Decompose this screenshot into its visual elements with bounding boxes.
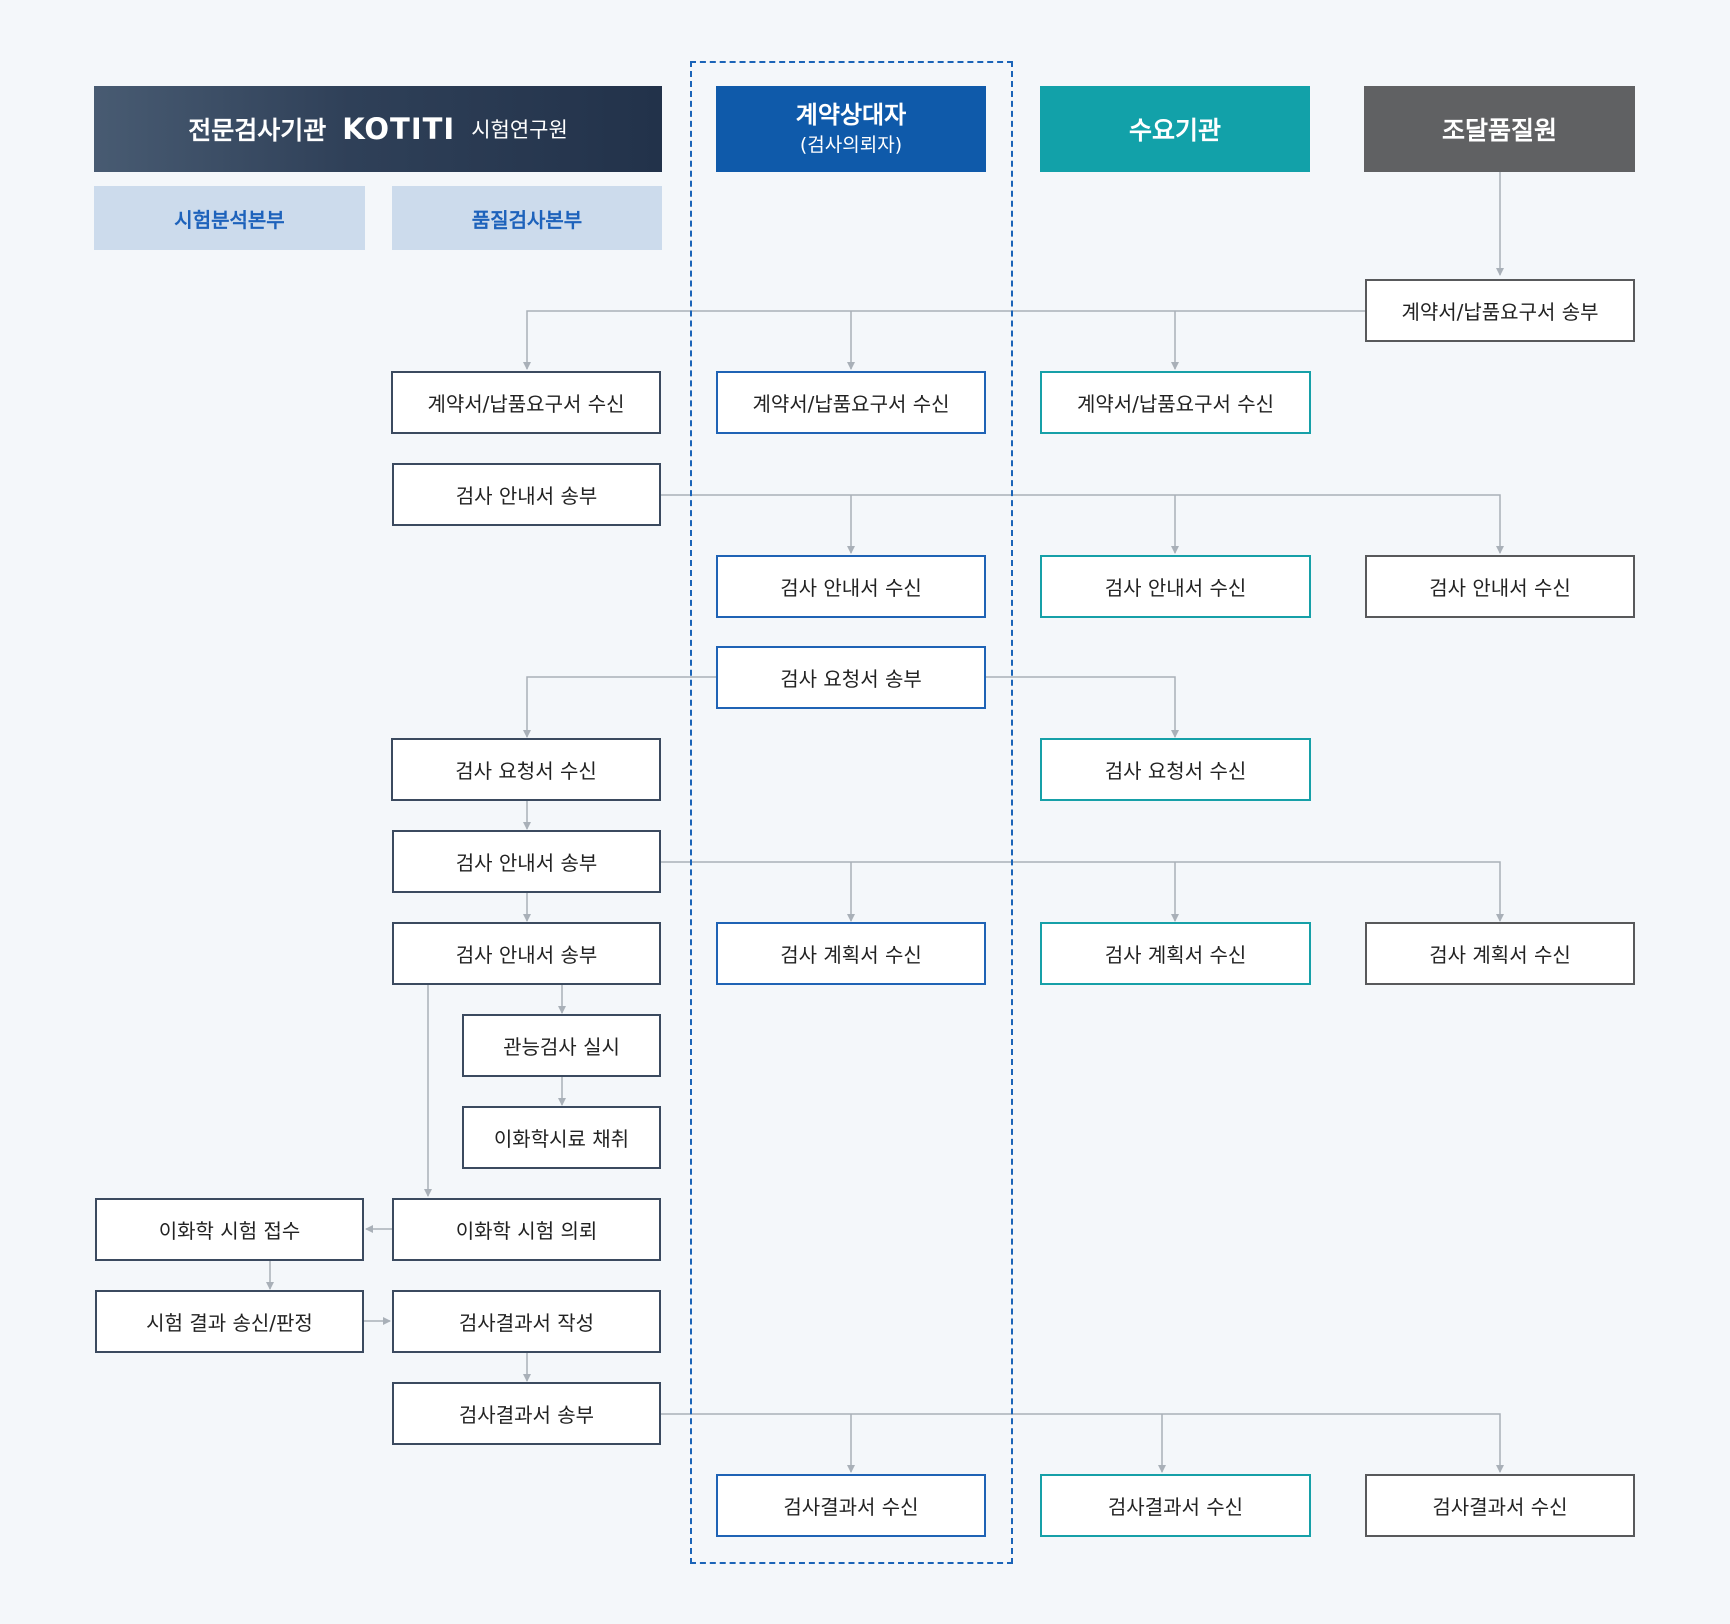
kotiti-logo-sub: 시험연구원 <box>471 118 568 142</box>
qi-send-guide2-box: 검사 안내서 송부 <box>392 830 661 893</box>
qi-write-report-box: 검사결과서 작성 <box>392 1290 661 1353</box>
kotiti-logo: KOTITI <box>342 112 456 146</box>
contractor-title: 계약상대자 <box>795 101 907 129</box>
connector <box>986 676 1179 738</box>
ta-chem-receipt-box: 이화학 시험 접수 <box>95 1198 364 1261</box>
qi-sensory-box: 관능검사 실시 <box>462 1014 661 1077</box>
ct-recv-report-box: 검사결과서 수신 <box>716 1474 986 1537</box>
qi-send-report-box: 검사결과서 송부 <box>392 1382 661 1445</box>
dm-recv-report-box: 검사결과서 수신 <box>1040 1474 1311 1537</box>
qi-send-guide3-box: 검사 안내서 송부 <box>392 922 661 985</box>
contractor-header: 계약상대자 (검사의뢰자) <box>716 86 986 172</box>
pps-recv-plan-box: 검사 계획서 수신 <box>1365 922 1635 985</box>
connector <box>523 676 716 738</box>
qi-recv-contract-box: 계약서/납품요구서 수신 <box>391 371 661 434</box>
ct-recv-contract-box: 계약서/납품요구서 수신 <box>716 371 986 434</box>
test-analysis-subheader: 시험분석본부 <box>94 186 365 250</box>
dm-recv-contract-box: 계약서/납품요구서 수신 <box>1040 371 1311 434</box>
pps-recv-guide-box: 검사 안내서 수신 <box>1365 555 1635 618</box>
demand-agency-header: 수요기관 <box>1040 86 1310 172</box>
contractor-subtitle: (검사의뢰자) <box>799 134 903 156</box>
inspection-agency-header: 전문검사기관 KOTITI 시험연구원 <box>94 86 662 172</box>
dm-recv-guide-box: 검사 안내서 수신 <box>1040 555 1311 618</box>
pps-send-contract-box: 계약서/납품요구서 송부 <box>1365 279 1635 342</box>
qi-recv-request-box: 검사 요청서 수신 <box>391 738 661 801</box>
qi-sampling-box: 이화학시료 채취 <box>462 1106 661 1169</box>
qi-chem-request-box: 이화학 시험 의뢰 <box>392 1198 661 1261</box>
dm-recv-plan-box: 검사 계획서 수신 <box>1040 922 1311 985</box>
ct-recv-plan-box: 검사 계획서 수신 <box>716 922 986 985</box>
ct-send-request-box: 검사 요청서 송부 <box>716 646 986 709</box>
contractor-zone-dashed <box>690 61 1013 1564</box>
pps-recv-report-box: 검사결과서 수신 <box>1365 1474 1635 1537</box>
inspection-agency-title: 전문검사기관 <box>188 116 327 145</box>
ta-result-send-box: 시험 결과 송신/판정 <box>95 1290 364 1353</box>
quality-inspection-subheader: 품질검사본부 <box>392 186 662 250</box>
procurement-header: 조달품질원 <box>1364 86 1635 172</box>
ct-recv-guide-box: 검사 안내서 수신 <box>716 555 986 618</box>
dm-recv-request-box: 검사 요청서 수신 <box>1040 738 1311 801</box>
qi-send-guide-box: 검사 안내서 송부 <box>392 463 661 526</box>
